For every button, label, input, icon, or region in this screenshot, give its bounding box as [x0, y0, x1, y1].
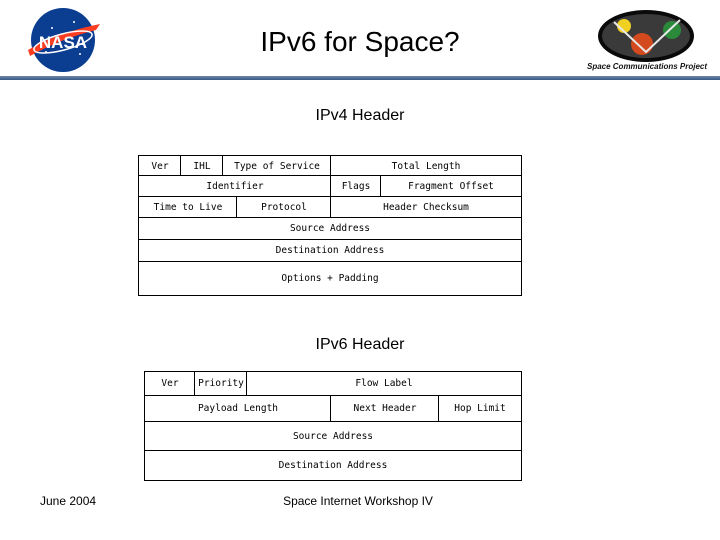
ipv6-row-2: Payload Length Next Header Hop Limit — [144, 395, 522, 422]
ipv4-field-destination-address: Destination Address — [138, 239, 522, 262]
ipv4-field-protocol: Protocol — [236, 196, 332, 218]
ipv4-field-ver: Ver — [138, 155, 182, 177]
ipv4-field-ttl: Time to Live — [138, 196, 238, 218]
ipv6-field-payload-length: Payload Length — [144, 395, 332, 422]
ipv6-row-3: Source Address — [144, 421, 522, 451]
footer-date: June 2004 — [40, 494, 97, 508]
ipv6-field-ver: Ver — [144, 371, 196, 396]
ipv4-field-options-padding: Options + Padding — [138, 261, 522, 296]
space-communications-logo — [596, 8, 696, 64]
slide-title: IPv6 for Space? — [260, 26, 460, 57]
ipv6-header-title: IPv6 Header — [315, 336, 405, 353]
ipv6-row-4: Destination Address — [144, 450, 522, 481]
ipv4-row-2: Identifier Flags Fragment Offset — [138, 175, 522, 197]
ipv4-header-table: Ver IHL Type of Service Total Length Ide… — [138, 155, 522, 296]
space-communications-caption: Space Communications Project — [586, 62, 708, 71]
nasa-logo-text: NASA — [39, 33, 87, 52]
ipv6-field-source-address: Source Address — [144, 421, 522, 451]
ipv6-header-table: Ver Priority Flow Label Payload Length N… — [144, 371, 522, 481]
ipv4-field-flags: Flags — [330, 175, 382, 197]
ipv4-row-6: Options + Padding — [138, 261, 522, 296]
ipv4-row-1: Ver IHL Type of Service Total Length — [138, 155, 522, 177]
ipv6-field-hop-limit: Hop Limit — [438, 395, 522, 422]
ipv4-field-fragment-offset: Fragment Offset — [380, 175, 522, 197]
ipv4-header-title: IPv4 Header — [315, 107, 405, 124]
ipv4-row-5: Destination Address — [138, 239, 522, 262]
ipv6-field-priority: Priority — [194, 371, 248, 396]
footer-event: Space Internet Workshop IV — [283, 494, 433, 508]
ipv6-row-1: Ver Priority Flow Label — [144, 371, 522, 396]
ipv4-field-total-length: Total Length — [330, 155, 522, 177]
ipv4-field-tos: Type of Service — [222, 155, 332, 177]
ipv4-field-header-checksum: Header Checksum — [330, 196, 522, 218]
ipv4-row-3: Time to Live Protocol Header Checksum — [138, 196, 522, 218]
ipv6-field-destination-address: Destination Address — [144, 450, 522, 481]
ipv4-field-source-address: Source Address — [138, 217, 522, 240]
ipv6-field-flow-label: Flow Label — [246, 371, 522, 396]
ipv4-row-4: Source Address — [138, 217, 522, 240]
nasa-logo: NASA — [22, 6, 104, 74]
ipv4-field-ihl: IHL — [180, 155, 224, 177]
ipv4-field-identifier: Identifier — [138, 175, 332, 197]
title-divider — [0, 76, 720, 80]
ipv6-field-next-header: Next Header — [330, 395, 440, 422]
